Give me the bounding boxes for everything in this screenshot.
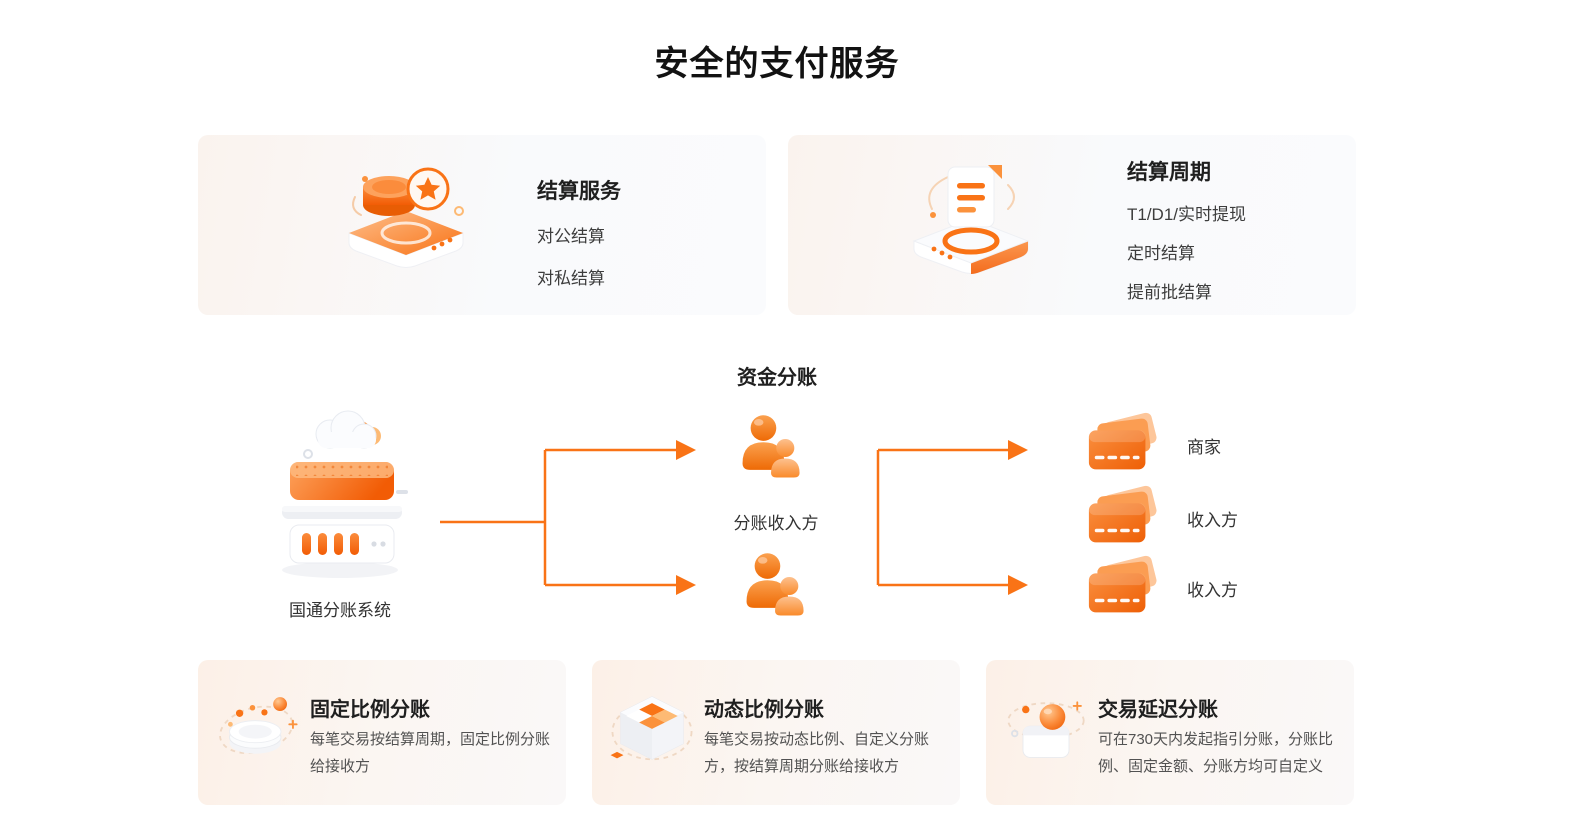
card-item: T1/D1/实时提现 <box>1127 205 1247 224</box>
card-title: 结算服务 <box>537 180 621 203</box>
fixed-ratio-icon <box>212 682 304 774</box>
flow-title: 资金分账 <box>737 367 817 389</box>
card-text: 结算服务 对公结算 对私结算 <box>537 175 621 289</box>
card-title: 固定比例分账 <box>310 699 430 721</box>
dynamic-ratio-card: 动态比例分账 每笔交易按动态比例、自定义分账方，按结算周期分账给接收方 <box>592 660 960 805</box>
card-title: 结算周期 <box>1127 161 1211 184</box>
delayed-share-icon <box>1000 682 1092 774</box>
top-cards-section: 结算服务 对公结算 对私结算 <box>198 135 1356 315</box>
target-row-receiver-2: 收入方 <box>1085 555 1238 621</box>
server-cloud-icon <box>268 402 413 582</box>
target-label: 收入方 <box>1187 580 1238 600</box>
card-item: 对私结算 <box>537 269 605 288</box>
fund-split-flow-diagram: 国通分账系统 分账收入方 <box>198 398 1356 650</box>
card-title: 交易延迟分账 <box>1098 699 1218 721</box>
card-title: 动态比例分账 <box>704 699 824 721</box>
bottom-cards-section: 固定比例分账 每笔交易按结算周期，固定比例分账给接收方 <box>198 660 1356 805</box>
card-item: 定时结算 <box>1127 244 1195 263</box>
target-row-receiver-1: 收入方 <box>1085 485 1238 551</box>
card-desc: 可在730天内发起指引分账，分账比例、固定金额、分账方均可自定义 <box>1098 731 1334 775</box>
card-text: 结算周期 T1/D1/实时提现 定时结算 提前批结算 <box>1127 156 1246 303</box>
settlement-service-card: 结算服务 对公结算 对私结算 <box>198 135 766 315</box>
document-platform-icon <box>896 145 1046 295</box>
card-desc: 每笔交易按结算周期，固定比例分账给接收方 <box>310 731 551 775</box>
content: 安全的支付服务 <box>198 0 1356 805</box>
coins-star-platform-icon <box>331 149 481 299</box>
people-icon <box>738 548 814 624</box>
settlement-cycle-card: 结算周期 T1/D1/实时提现 定时结算 提前批结算 <box>788 135 1356 315</box>
bank-cards-icon <box>1085 485 1161 551</box>
dynamic-ratio-icon <box>606 682 698 774</box>
people-icon <box>734 410 810 486</box>
bank-cards-icon <box>1085 555 1161 621</box>
flow-arrows <box>440 440 1028 595</box>
target-row-merchant: 商家 <box>1085 412 1221 478</box>
page-title: 安全的支付服务 <box>654 45 900 83</box>
target-label: 收入方 <box>1187 510 1238 530</box>
target-label: 商家 <box>1187 437 1221 457</box>
fixed-ratio-card: 固定比例分账 每笔交易按结算周期，固定比例分账给接收方 <box>198 660 566 805</box>
bank-cards-icon <box>1085 412 1161 478</box>
card-item: 对公结算 <box>537 227 605 246</box>
card-desc: 每笔交易按动态比例、自定义分账方，按结算周期分账给接收方 <box>704 731 930 775</box>
split-receiver-label: 分账收入方 <box>733 514 819 533</box>
delayed-share-card: 交易延迟分账 可在730天内发起指引分账，分账比例、固定金额、分账方均可自定义 <box>986 660 1354 805</box>
source-system-label: 国通分账系统 <box>289 601 391 620</box>
card-item: 提前批结算 <box>1127 283 1212 302</box>
